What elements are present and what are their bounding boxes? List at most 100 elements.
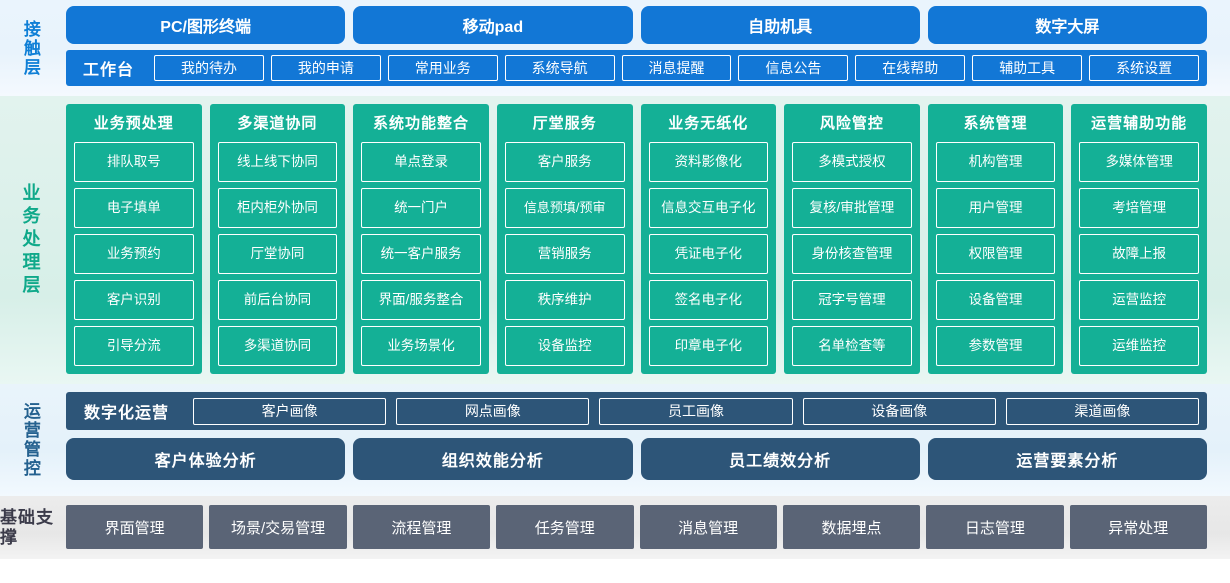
foundation-item-task-management[interactable]: 任务管理 [496, 505, 634, 549]
foundation-item-log-management[interactable]: 日志管理 [926, 505, 1064, 549]
biz-item-order-maintenance[interactable]: 秩序维护 [504, 280, 625, 320]
biz-item-online-offline-sync[interactable]: 线上线下协同 [217, 142, 338, 182]
column-title: 业务无纸化 [668, 115, 749, 132]
column-title: 运营辅助功能 [1091, 115, 1188, 132]
analysis-row: 客户体验分析 组织效能分析 员工绩效分析 运营要素分析 [66, 438, 1207, 480]
workbench-item-announcement[interactable]: 信息公告 [738, 55, 849, 81]
biz-item-counter-sync[interactable]: 柜内柜外协同 [217, 188, 338, 228]
biz-item-unified-portal[interactable]: 统一门户 [361, 188, 481, 228]
business-column-system-integration: 系统功能整合 单点登录 统一门户 统一客户服务 界面/服务整合 业务场景化 [353, 104, 489, 374]
business-column-operation-support: 运营辅助功能 多媒体管理 考培管理 故障上报 运营监控 运维监控 [1071, 104, 1207, 374]
business-column-hall-service: 厅堂服务 客户服务 信息预填/预审 营销服务 秩序维护 设备监控 [496, 104, 633, 374]
biz-item-organization-management[interactable]: 机构管理 [935, 142, 1056, 182]
biz-item-maintenance-monitoring[interactable]: 运维监控 [1079, 326, 1199, 366]
column-title: 业务预处理 [93, 115, 174, 132]
analysis-operation-factors[interactable]: 运营要素分析 [927, 438, 1207, 480]
biz-item-guidance-diversion[interactable]: 引导分流 [74, 326, 194, 366]
foundation-item-ui-management[interactable]: 界面管理 [66, 505, 204, 549]
biz-item-e-form[interactable]: 电子填单 [74, 188, 194, 228]
operations-layer-label: 运营管控 [20, 402, 40, 478]
biz-item-seal-digital[interactable]: 印章电子化 [648, 326, 769, 366]
workbench-title: 工作台 [83, 62, 135, 79]
biz-item-marketing-service[interactable]: 营销服务 [504, 234, 625, 274]
foundation-item-data-tracking[interactable]: 数据埋点 [782, 505, 921, 549]
portrait-branch[interactable]: 网点画像 [396, 397, 590, 425]
foundation-row: 界面管理 场景/交易管理 流程管理 任务管理 消息管理 数据埋点 日志管理 异常… [66, 505, 1207, 549]
biz-item-multichannel-sync[interactable]: 多渠道协同 [217, 326, 338, 366]
biz-item-identity-verification[interactable]: 身份核查管理 [792, 234, 912, 274]
channel-box-mobile-pad[interactable]: 移动pad [353, 6, 633, 44]
portrait-employee[interactable]: 员工画像 [599, 397, 793, 425]
foundation-item-process-management[interactable]: 流程管理 [352, 505, 491, 549]
biz-item-operation-monitoring[interactable]: 运营监控 [1079, 280, 1199, 320]
business-columns: 业务预处理 排队取号 电子填单 业务预约 客户识别 引导分流 多渠道协同 线上线… [66, 104, 1207, 374]
biz-item-voucher-digital[interactable]: 凭证电子化 [648, 234, 769, 274]
operations-layer: 运营管控 数字化运营 客户画像 网点画像 员工画像 设备画像 渠道画像 客户体验… [0, 384, 1230, 496]
business-column-multichannel: 多渠道协同 线上线下协同 柜内柜外协同 厅堂协同 前后台协同 多渠道协同 [209, 104, 346, 374]
biz-item-serial-number-management[interactable]: 冠字号管理 [792, 280, 912, 320]
digital-operations-row: 数字化运营 客户画像 网点画像 员工画像 设备画像 渠道画像 [66, 392, 1207, 430]
workbench-row: 工作台 我的待办 我的申请 常用业务 系统导航 消息提醒 信息公告 在线帮助 辅… [66, 50, 1207, 86]
biz-item-single-sign-on[interactable]: 单点登录 [361, 142, 481, 182]
biz-item-appointment[interactable]: 业务预约 [74, 234, 194, 274]
biz-item-business-scenarios[interactable]: 业务场景化 [361, 326, 481, 366]
column-title: 多渠道协同 [237, 115, 318, 132]
biz-item-multimode-authorization[interactable]: 多模式授权 [792, 142, 912, 182]
portrait-channel[interactable]: 渠道画像 [1005, 397, 1200, 425]
channel-box-pc[interactable]: PC/图形终端 [66, 6, 346, 44]
business-column-risk-control: 风险管控 多模式授权 复核/审批管理 身份核查管理 冠字号管理 名单检查等 [784, 104, 920, 374]
biz-item-device-monitoring[interactable]: 设备监控 [504, 326, 625, 366]
contact-layer-body: PC/图形终端 移动pad 自助机具 数字大屏 工作台 我的待办 我的申请 常用… [60, 0, 1230, 96]
channel-box-digital-screen[interactable]: 数字大屏 [927, 6, 1207, 44]
foundation-item-message-management[interactable]: 消息管理 [639, 505, 777, 549]
biz-item-queue-number[interactable]: 排队取号 [74, 142, 194, 182]
analysis-customer-experience[interactable]: 客户体验分析 [66, 438, 346, 480]
workbench-item-my-todo[interactable]: 我的待办 [154, 55, 264, 81]
biz-item-review-approval[interactable]: 复核/审批管理 [792, 188, 912, 228]
business-layer: 业务处理层 业务预处理 排队取号 电子填单 业务预约 客户识别 引导分流 多渠道… [0, 96, 1230, 384]
business-layer-body: 业务预处理 排队取号 电子填单 业务预约 客户识别 引导分流 多渠道协同 线上线… [60, 96, 1230, 384]
workbench-item-online-help[interactable]: 在线帮助 [855, 55, 966, 81]
biz-item-training-management[interactable]: 考培管理 [1079, 188, 1199, 228]
workbench-item-system-settings[interactable]: 系统设置 [1089, 55, 1200, 81]
biz-item-customer-service[interactable]: 客户服务 [504, 142, 625, 182]
biz-item-fault-reporting[interactable]: 故障上报 [1079, 234, 1199, 274]
column-title: 系统功能整合 [373, 115, 470, 132]
biz-item-document-imaging[interactable]: 资料影像化 [648, 142, 769, 182]
biz-item-unified-customer-service[interactable]: 统一客户服务 [361, 234, 481, 274]
biz-item-signature-digital[interactable]: 签名电子化 [648, 280, 769, 320]
contact-layer-label: 接触层 [20, 19, 40, 77]
biz-item-info-prefill-prereview[interactable]: 信息预填/预审 [504, 188, 625, 228]
workbench-item-common-business[interactable]: 常用业务 [387, 55, 498, 81]
biz-item-ui-service-integration[interactable]: 界面/服务整合 [361, 280, 481, 320]
biz-item-permission-management[interactable]: 权限管理 [935, 234, 1056, 274]
analysis-organizational-efficiency[interactable]: 组织效能分析 [353, 438, 633, 480]
workbench-item-my-application[interactable]: 我的申请 [270, 55, 381, 81]
foundation-item-scenario-transaction-management[interactable]: 场景/交易管理 [209, 505, 347, 549]
workbench-item-aux-tools[interactable]: 辅助工具 [972, 55, 1083, 81]
channel-box-self-service[interactable]: 自助机具 [640, 6, 920, 44]
column-title: 系统管理 [963, 115, 1028, 132]
contact-layer: 接触层 PC/图形终端 移动pad 自助机具 数字大屏 工作台 我的待办 我的申… [0, 0, 1230, 96]
workbench-item-system-navigation[interactable]: 系统导航 [504, 55, 615, 81]
analysis-employee-performance[interactable]: 员工绩效分析 [640, 438, 920, 480]
biz-item-frontend-backend-sync[interactable]: 前后台协同 [217, 280, 338, 320]
portrait-customer[interactable]: 客户画像 [193, 397, 387, 425]
digital-operations-title: 数字化运营 [84, 405, 170, 422]
foundation-layer-body: 界面管理 场景/交易管理 流程管理 任务管理 消息管理 数据埋点 日志管理 异常… [60, 496, 1230, 559]
biz-item-hall-sync[interactable]: 厅堂协同 [217, 234, 338, 274]
biz-item-parameter-management[interactable]: 参数管理 [935, 326, 1056, 366]
portrait-device[interactable]: 设备画像 [802, 397, 996, 425]
business-column-system-management: 系统管理 机构管理 用户管理 权限管理 设备管理 参数管理 [927, 104, 1064, 374]
biz-item-info-exchange-digital[interactable]: 信息交互电子化 [648, 188, 769, 228]
foundation-item-exception-handling[interactable]: 异常处理 [1069, 505, 1207, 549]
column-title: 风险管控 [819, 115, 884, 132]
biz-item-multimedia-management[interactable]: 多媒体管理 [1079, 142, 1199, 182]
biz-item-watchlist-check[interactable]: 名单检查等 [792, 326, 912, 366]
workbench-item-message-alert[interactable]: 消息提醒 [621, 55, 732, 81]
biz-item-customer-identification[interactable]: 客户识别 [74, 280, 194, 320]
biz-item-device-management[interactable]: 设备管理 [935, 280, 1056, 320]
column-title: 厅堂服务 [532, 115, 597, 132]
biz-item-user-management[interactable]: 用户管理 [935, 188, 1056, 228]
